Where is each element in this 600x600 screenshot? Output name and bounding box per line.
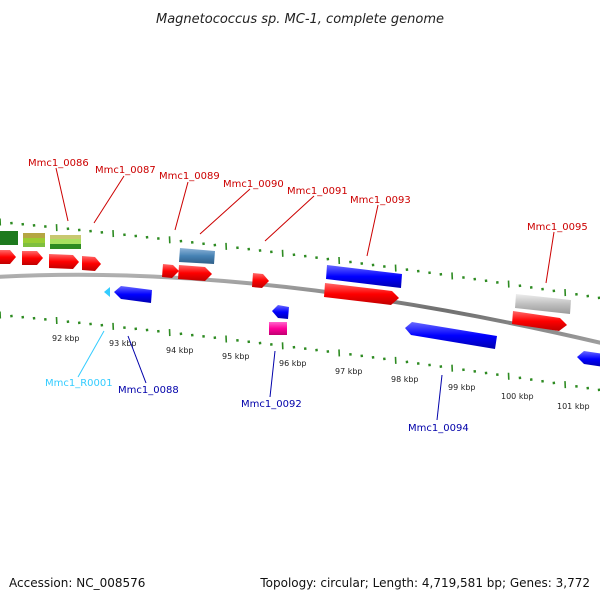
outer-tick-ring xyxy=(0,218,600,300)
reverse-gene-labels: Mmc1_R0001 Mmc1_0088 Mmc1_0092 Mmc1_0094 xyxy=(45,378,469,434)
scale-label: 100 kbp xyxy=(501,392,534,401)
forward-gene-arrow xyxy=(82,256,101,271)
inner-tick-ring xyxy=(0,311,600,392)
gene-label-mmc1-0090: Mmc1_0090 xyxy=(223,179,284,190)
scale-label: 98 kbp xyxy=(391,375,419,384)
forward-gene-arrow xyxy=(324,283,399,305)
reverse-gene-arrow xyxy=(114,286,152,303)
reverse-gene-arrow xyxy=(405,322,497,349)
scale-labels: 92 kbp 93 kbp 94 kbp 95 kbp 96 kbp 97 kb… xyxy=(52,334,590,411)
forward-gene-arrow xyxy=(252,273,269,288)
scale-label: 96 kbp xyxy=(279,359,307,368)
trna-block xyxy=(269,322,287,335)
genome-backbone xyxy=(0,272,600,345)
forward-gene-labels: Mmc1_0086 Mmc1_0087 Mmc1_0089 Mmc1_0090 … xyxy=(28,158,588,233)
forward-genes-track xyxy=(0,250,567,331)
gene-label-mmc1-0092: Mmc1_0092 xyxy=(241,399,302,410)
forward-gene-arrow xyxy=(512,311,567,331)
reverse-gene-arrow xyxy=(272,305,289,319)
forward-gene-arrow xyxy=(49,254,79,269)
gene-label-mmc1-0086: Mmc1_0086 xyxy=(28,158,89,169)
scale-label: 97 kbp xyxy=(335,367,363,376)
forward-gene-arrow xyxy=(178,265,212,281)
forward-gene-callouts xyxy=(55,167,555,284)
forward-gene-arrow xyxy=(162,264,179,278)
map-title: Magnetococcus sp. MC-1, complete genome xyxy=(156,12,444,27)
forward-gene-arrow xyxy=(22,251,43,265)
genome-summary-text: Topology: circular; Length: 4,719,581 bp… xyxy=(259,576,590,590)
feature-olive xyxy=(23,233,45,238)
scale-label: 93 kbp xyxy=(109,339,137,348)
scale-label: 94 kbp xyxy=(166,346,194,355)
gene-label-mmc1-0093: Mmc1_0093 xyxy=(350,195,411,206)
reverse-gene-arrow xyxy=(326,265,402,288)
feature-pseudo-gene xyxy=(515,294,571,314)
scale-label: 99 kbp xyxy=(448,383,476,392)
reverse-genes-track xyxy=(104,265,600,367)
gene-label-mmc1-0088: Mmc1_0088 xyxy=(118,385,179,396)
feature-lightgreen xyxy=(50,239,81,244)
accession-text: Accession: NC_008576 xyxy=(9,576,145,590)
feature-track-misc xyxy=(0,231,571,314)
forward-gene-arrow xyxy=(0,250,16,264)
scale-label: 101 kbp xyxy=(557,402,590,411)
gene-label-mmc1-r0001: Mmc1_R0001 xyxy=(45,378,113,389)
scale-label: 92 kbp xyxy=(52,334,80,343)
gene-label-mmc1-0089: Mmc1_0089 xyxy=(159,171,220,182)
gene-label-mmc1-0095: Mmc1_0095 xyxy=(527,222,588,233)
feature-steel-block xyxy=(179,248,215,264)
feature-khaki xyxy=(50,235,81,239)
reverse-gene-arrow xyxy=(577,351,600,367)
reverse-gene-callouts xyxy=(77,330,443,421)
feature-green-dark xyxy=(0,231,18,245)
ncrna-arrow xyxy=(104,287,110,297)
feature-green xyxy=(50,244,81,249)
feature-lime xyxy=(23,238,45,243)
feature-lime-light xyxy=(23,243,45,247)
gene-label-mmc1-0091: Mmc1_0091 xyxy=(287,186,348,197)
gene-label-mmc1-0094: Mmc1_0094 xyxy=(408,423,469,434)
scale-label: 95 kbp xyxy=(222,352,250,361)
gene-label-mmc1-0087: Mmc1_0087 xyxy=(95,165,156,176)
